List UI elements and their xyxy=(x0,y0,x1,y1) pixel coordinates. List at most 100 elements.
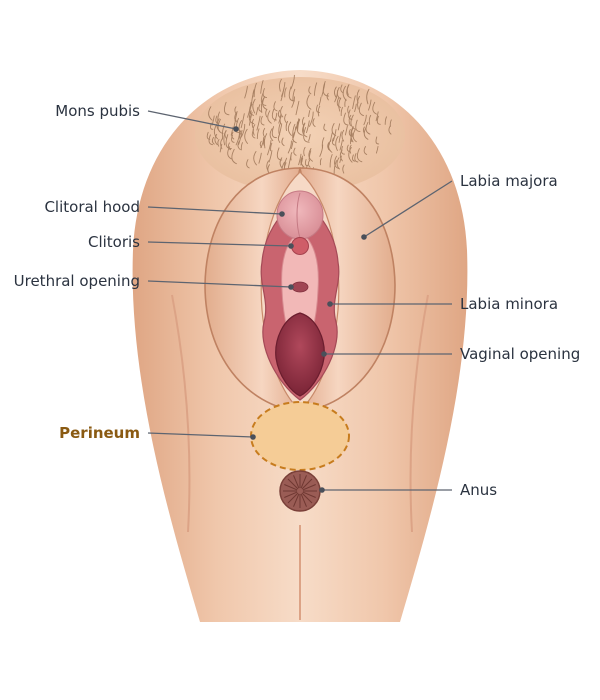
hair-strand xyxy=(279,157,283,169)
hair-strand xyxy=(266,160,269,172)
hair-strand xyxy=(260,80,264,94)
hair-strand xyxy=(308,148,313,162)
anus-fold xyxy=(287,492,299,504)
hair-strand xyxy=(259,140,263,148)
label-mons-pubis: Mons pubis xyxy=(55,102,140,120)
hair-strand xyxy=(291,96,295,108)
anus-fold xyxy=(301,478,313,490)
hair-strand xyxy=(358,102,364,117)
hair-strand xyxy=(308,110,311,117)
hair-strand xyxy=(349,144,352,154)
hair-strand xyxy=(337,123,341,131)
hair-strand xyxy=(316,104,320,113)
hair-strand xyxy=(281,137,285,147)
hair-strand xyxy=(323,123,327,132)
perineum-region xyxy=(250,401,350,471)
anus-fold xyxy=(301,492,313,504)
hair-strand xyxy=(225,134,232,149)
label-clitoris: Clitoris xyxy=(88,233,140,251)
hair-strand xyxy=(327,143,331,152)
hair-strand xyxy=(388,125,392,135)
anus-fold xyxy=(287,478,299,490)
anus-fold xyxy=(284,484,298,491)
hair-strand xyxy=(253,82,257,98)
hair-strand xyxy=(332,129,337,142)
hair-strand xyxy=(348,129,352,137)
hair-strand xyxy=(278,122,281,134)
hair-strand xyxy=(271,126,277,139)
hair-strand xyxy=(277,123,283,139)
dot-mons-pubis xyxy=(233,126,239,132)
hair-strand xyxy=(375,146,379,154)
hair-strand xyxy=(347,105,350,114)
hair-strand xyxy=(248,110,255,125)
hair-strand xyxy=(262,88,268,99)
hair-strand xyxy=(223,101,230,116)
leader-labia-majora xyxy=(363,180,453,238)
hair-strand xyxy=(231,131,235,140)
hair-strand xyxy=(227,146,232,160)
hair-strand xyxy=(304,159,309,167)
hair-strand xyxy=(263,133,268,149)
hair-strand xyxy=(339,139,343,151)
hair-strand xyxy=(389,119,392,127)
hair-strand xyxy=(284,87,287,98)
hair-strand xyxy=(251,129,256,139)
hair-strand xyxy=(338,131,342,143)
hair-strand xyxy=(331,137,336,146)
dot-clitoral-hood xyxy=(279,211,285,217)
hair-strand xyxy=(341,129,345,142)
hair-strand xyxy=(298,153,302,166)
right-thigh-crease xyxy=(409,294,429,533)
hair-strand xyxy=(208,106,213,121)
hair-strand xyxy=(319,158,322,166)
labels: Mons pubis Clitoral hood Clitoris Urethr… xyxy=(14,102,581,499)
hair-strand xyxy=(344,98,347,108)
hair-strand xyxy=(279,78,282,92)
label-vaginal-opening: Vaginal opening xyxy=(460,345,580,363)
hair-strand xyxy=(290,140,294,150)
hair-strand xyxy=(297,118,301,132)
hair-strand xyxy=(244,128,248,144)
hair-strand xyxy=(317,105,321,117)
hair-strand xyxy=(265,108,268,118)
hair-strand xyxy=(302,123,306,133)
hair-strand xyxy=(329,154,333,168)
hair-strand xyxy=(252,98,256,114)
hair-strand xyxy=(334,155,339,169)
hair-strand xyxy=(340,106,343,117)
hair-strand xyxy=(285,120,289,132)
hair-strand xyxy=(217,118,224,135)
hair-strand xyxy=(368,114,372,125)
anus-fold xyxy=(293,493,300,507)
hair-strand xyxy=(308,86,312,95)
hair-strand xyxy=(308,134,311,142)
hair-strand xyxy=(335,135,339,151)
anus-fold xyxy=(302,491,316,498)
vaginal-opening xyxy=(275,312,325,397)
hood-fold xyxy=(296,192,301,239)
hair-strand xyxy=(342,164,345,174)
hair-strand xyxy=(280,106,284,118)
hair-strand xyxy=(292,131,297,144)
dot-clitoris xyxy=(288,243,294,249)
hair-strand xyxy=(278,113,282,124)
anus-fold xyxy=(300,493,307,507)
hair-strand xyxy=(341,145,345,155)
leader-clitoris xyxy=(147,241,292,247)
hair-strand xyxy=(365,121,371,135)
hair-strand xyxy=(253,151,257,166)
anus xyxy=(279,470,321,512)
hair-strand xyxy=(240,123,246,138)
hair-strand xyxy=(307,159,311,168)
hair-strand xyxy=(303,127,310,143)
hair-strand xyxy=(281,81,286,97)
hair-strand xyxy=(302,116,305,127)
hair-strand xyxy=(339,149,343,162)
dot-labia-minora xyxy=(327,301,333,307)
hair-strand xyxy=(224,130,227,139)
dot-anus xyxy=(319,487,325,493)
hair-strand xyxy=(352,154,356,162)
